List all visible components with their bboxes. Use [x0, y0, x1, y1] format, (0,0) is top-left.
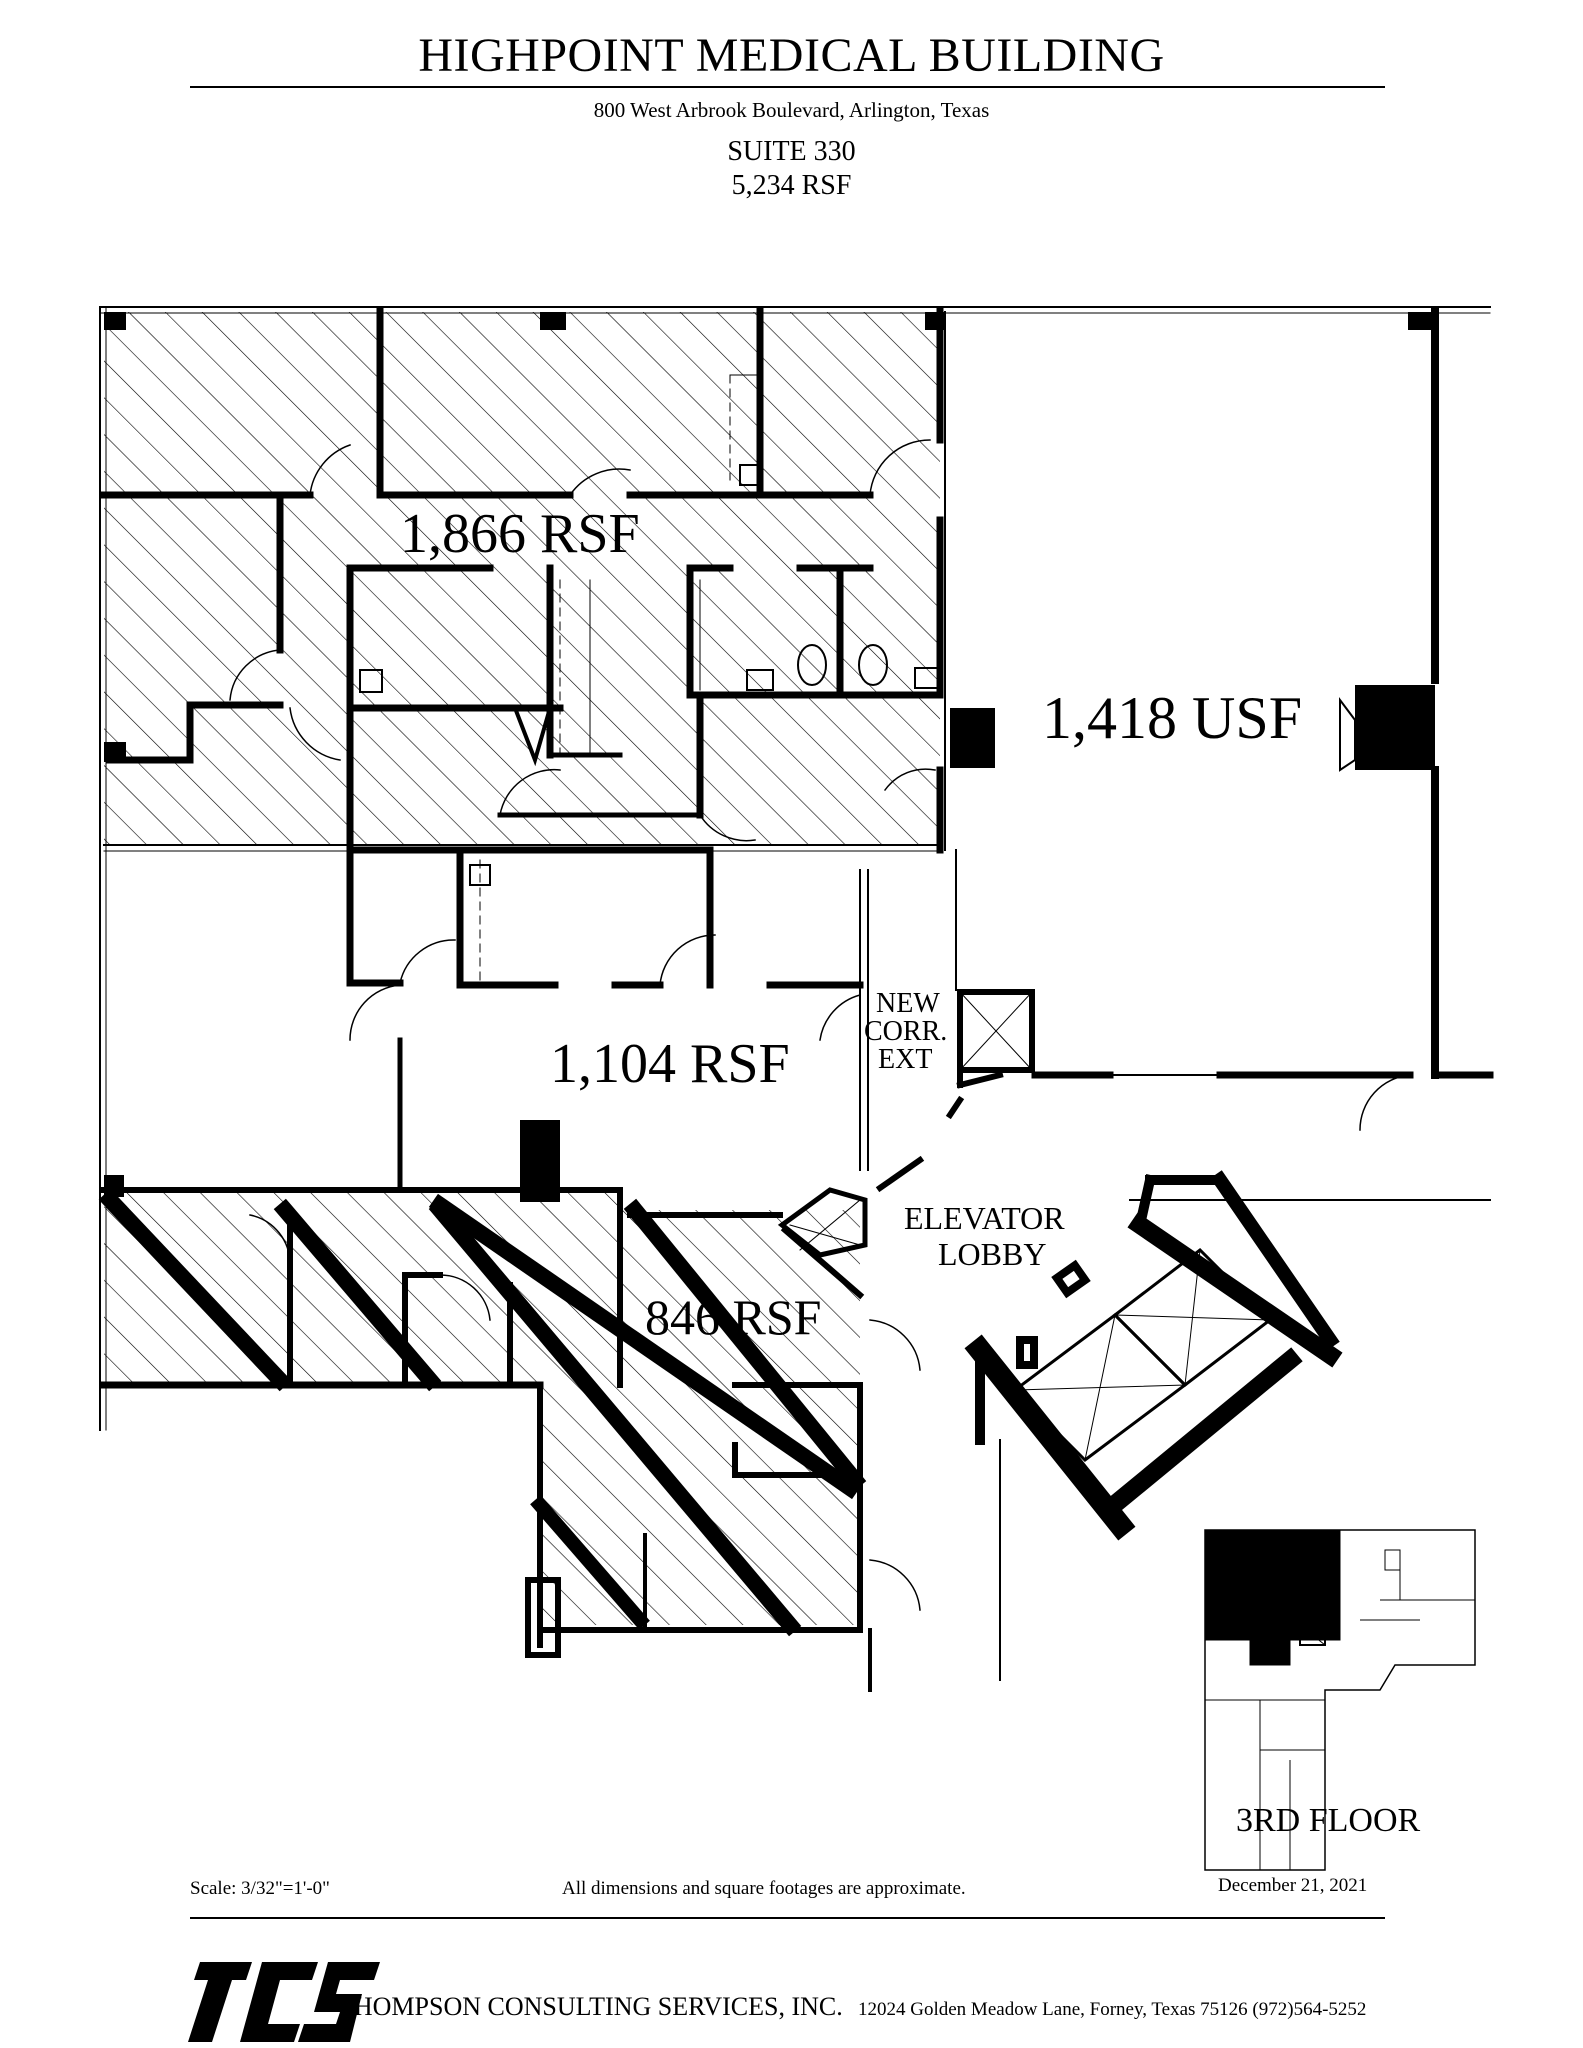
- company-name: THOMPSON CONSULTING SERVICES, INC.: [338, 1992, 843, 2021]
- key-plan-label: 3RD FLOOR: [1236, 1802, 1421, 1839]
- elevator-label-line2: LOBBY: [938, 1236, 1047, 1272]
- area-label-central: 1,104 RSF: [550, 1033, 790, 1095]
- document-title: HIGHPOINT MEDICAL BUILDING: [418, 29, 1165, 82]
- building-address: 800 West Arbrook Boulevard, Arlington, T…: [593, 98, 990, 122]
- title-rule: [190, 86, 1385, 88]
- corridor-label-line3: EXT: [878, 1044, 933, 1075]
- structural-columns: [104, 312, 1435, 1202]
- area-label-north: 1,866 RSF: [400, 503, 640, 565]
- area-label-south: 846 RSF: [645, 1289, 822, 1345]
- drawing-date: December 21, 2021: [1218, 1875, 1368, 1896]
- elevator-label-line1: ELEVATOR: [904, 1200, 1065, 1236]
- company-contact: 12024 Golden Meadow Lane, Forney, Texas …: [858, 1999, 1367, 2020]
- suite-number: SUITE 330: [727, 136, 856, 167]
- key-plan: [1204, 1529, 1476, 1871]
- area-label-east: 1,418 USF: [1042, 685, 1303, 751]
- scale-note: Scale: 3/32"=1'-0": [190, 1878, 330, 1899]
- suite-area: 5,234 RSF: [731, 170, 852, 201]
- corridor-label-line1: NEW: [876, 988, 940, 1019]
- tcs-logo-icon: [188, 1962, 380, 2042]
- corridor-label-line2: CORR.: [864, 1016, 948, 1047]
- approximation-note: All dimensions and square footages are a…: [562, 1878, 966, 1899]
- hatched-region-north: [104, 312, 940, 845]
